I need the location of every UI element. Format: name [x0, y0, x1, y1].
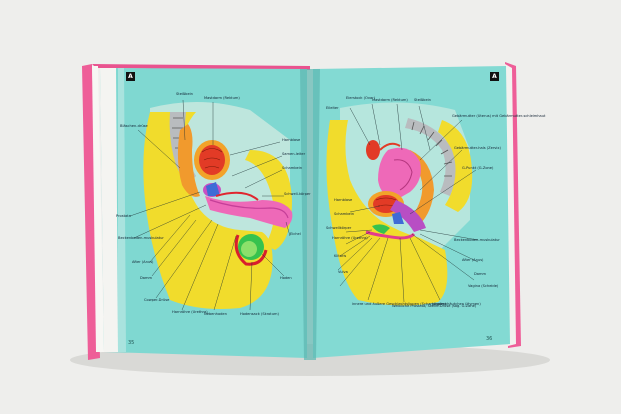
label-harnroehre: Harnröhre (Urethra) [172, 310, 208, 314]
label-nebenhoden: Nebenhoden [204, 312, 227, 316]
label-weibliche-prostata: Weibliche Prostata/ Skene-Drüse (sog. G-… [392, 304, 477, 308]
label-eileiter: Eileiter [326, 106, 339, 110]
label-beckenbodenmuskulatur: Beckenboden-muskulatur [118, 236, 164, 240]
label-after-f: After (Anus) [462, 258, 484, 262]
left-page-section-marker: A [126, 72, 135, 81]
label-steissbein-f: Steißbein [414, 98, 431, 102]
label-harnblase-f: Harnblase [334, 198, 353, 202]
label-eichel: Eichel [290, 232, 301, 236]
label-beckenbodenmuskulatur-f: Beckenboden-muskulatur [454, 238, 500, 242]
female-anatomy-diagram [326, 102, 479, 306]
label-schwellkoerper-f: Schwellkörper [326, 226, 352, 230]
male-anatomy-diagram [129, 99, 293, 311]
label-damm: Damm [140, 276, 152, 280]
book-gutter [300, 69, 320, 360]
right-page-section-marker: A [490, 72, 499, 81]
label-gebaermutterhals: Gebärmutter-hals (Zervix) [454, 146, 501, 150]
label-schambein: Schambein [282, 166, 303, 170]
label-steissbein: Steißbein [176, 92, 193, 96]
label-hoden: Hoden [280, 276, 292, 280]
left-page-number: 35 [128, 340, 135, 346]
label-hodensack: Hodensack (Skrotum) [240, 312, 279, 316]
label-g-punkt: G-Punkt (G-Zone) [462, 166, 494, 170]
label-harnblase: Harnblase [282, 138, 301, 142]
label-gebaermutter: Gebärmutter (Uterus) mit Gebärmutter-sch… [452, 114, 546, 118]
label-harnroehre-f: Harnröhre (Urethra) [332, 236, 368, 240]
label-samenleiter: Samen-leiter [282, 152, 306, 156]
label-after: After (Anus) [132, 260, 154, 264]
label-cowper-druese: Cowper-Drüse [144, 298, 170, 302]
label-jungfernhaeutchen: Jungfernhäutchen (Hymen) [432, 302, 481, 306]
label-geschlechtslippen: innere und äußere Geschlechtslippen (Sch… [352, 302, 447, 306]
label-mastdarm-f: Mastdarm (Rektum) [372, 98, 408, 102]
label-vagina: Vagina (Scheide) [468, 284, 499, 288]
label-prostata: Prostata [116, 214, 131, 218]
label-vulva: Vulva [338, 270, 348, 274]
right-page-number: 36 [486, 336, 493, 342]
label-eierstock: Eierstock (Ovar) [346, 96, 376, 100]
label-klitoris: Klitoris [334, 254, 347, 258]
label-mastdarm: Mastdarm (Rektum) [204, 96, 240, 100]
label-schwellkoerper: Schwell-körper [284, 192, 311, 196]
label-damm-f: Damm [474, 272, 486, 276]
label-schambein-f: Schambein [334, 212, 355, 216]
label-blaeschendruese: Bläschen-drüse [120, 124, 148, 128]
